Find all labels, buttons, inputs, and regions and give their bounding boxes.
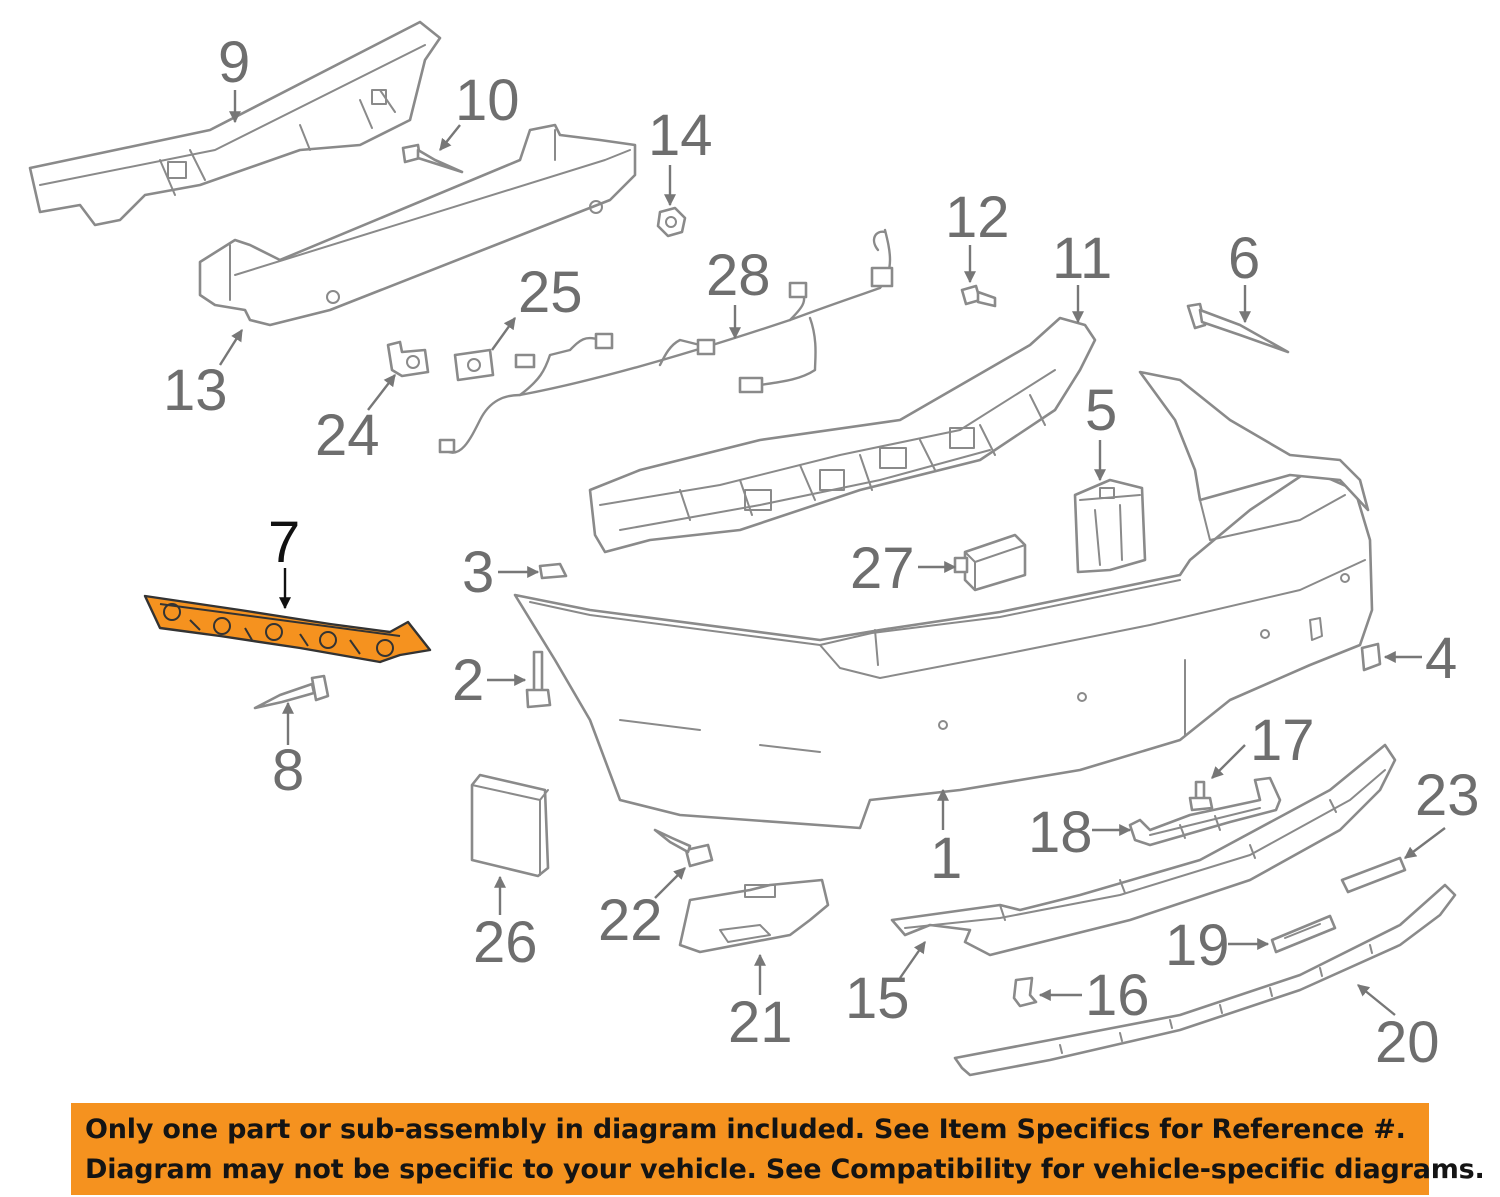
callout-5: 5 (1085, 378, 1117, 443)
callout-8: 8 (272, 738, 304, 803)
part-6-push-pin (1186, 302, 1290, 354)
disclaimer-banner: Only one part or sub-assembly in diagram… (71, 1103, 1485, 1195)
part-28-wiring-harness (438, 228, 894, 454)
callout-17: 17 (1250, 708, 1315, 773)
part-7-side-bracket-highlighted (143, 594, 432, 664)
callout-19: 19 (1165, 913, 1230, 978)
part-4-cover (1360, 642, 1382, 672)
callout-16: 16 (1085, 963, 1150, 1028)
part-23-trim (1340, 856, 1407, 894)
callout-1: 1 (930, 826, 962, 891)
disclaimer-line-2: Diagram may not be specific to your vehi… (85, 1154, 1485, 1185)
callout-14: 14 (648, 103, 713, 168)
part-5-bracket (1073, 478, 1147, 574)
callout-27: 27 (850, 536, 915, 601)
part-27-module (953, 533, 1027, 592)
part-3-clip (538, 562, 568, 580)
callout-11: 11 (1052, 226, 1112, 291)
leader-lines (218, 90, 1446, 1016)
callout-10: 10 (455, 68, 520, 133)
part-10-bolt (401, 143, 464, 174)
part-24-sensor-retainer (386, 340, 430, 378)
part-2-bolt (525, 650, 552, 709)
callout-9: 9 (218, 30, 250, 95)
callout-2: 2 (452, 648, 484, 713)
part-25-sensor-bezel (453, 348, 495, 382)
callout-21: 21 (728, 990, 793, 1055)
callout-12: 12 (945, 185, 1010, 250)
part-8-push-pin (253, 674, 330, 710)
part-19-trim (1270, 914, 1337, 954)
callout-labels: 9 10 14 13 24 25 28 12 11 6 5 27 3 4 2 7… (163, 30, 1480, 1075)
part-12-screw (960, 284, 997, 308)
callout-24: 24 (315, 403, 380, 468)
callout-3: 3 (462, 540, 494, 605)
callout-22: 22 (598, 888, 663, 953)
part-9-upper-bracket (28, 20, 442, 227)
part-20-molding (953, 883, 1457, 1077)
callout-25: 25 (518, 260, 583, 325)
callout-6: 6 (1228, 226, 1260, 291)
callout-26: 26 (473, 910, 538, 975)
callout-7-highlighted: 7 (268, 510, 300, 575)
callout-23: 23 (1415, 763, 1480, 828)
part-16-clip (1012, 976, 1038, 1008)
part-1-bumper-cover (513, 370, 1374, 830)
part-22-push-pin (653, 828, 714, 868)
callout-28: 28 (706, 243, 771, 308)
part-13-impact-bar (198, 123, 637, 327)
callout-13: 13 (163, 358, 228, 423)
part-21-lamp-housing (678, 878, 830, 954)
part-26-control-module (470, 773, 550, 878)
part-15-lower-fascia (890, 743, 1397, 957)
callout-4: 4 (1425, 626, 1457, 691)
part-18-bracket (1128, 776, 1282, 847)
part-14-nut (656, 206, 687, 238)
callout-15: 15 (845, 966, 910, 1031)
part-11-energy-absorber (588, 316, 1097, 554)
callout-18: 18 (1028, 800, 1093, 865)
disclaimer-line-1: Only one part or sub-assembly in diagram… (85, 1114, 1406, 1145)
part-17-screw (1188, 780, 1214, 812)
callout-20: 20 (1375, 1010, 1440, 1075)
